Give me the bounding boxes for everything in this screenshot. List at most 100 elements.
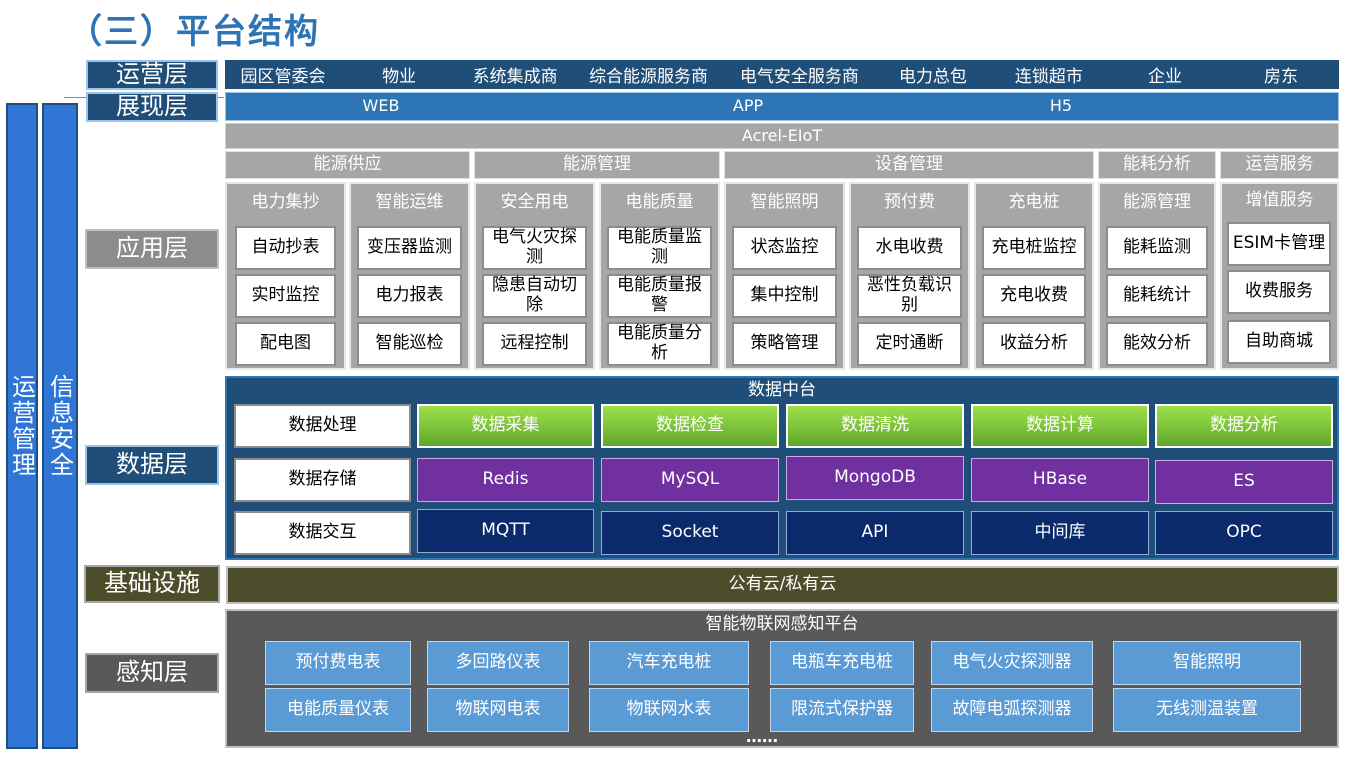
app-item: 智能巡检 xyxy=(357,322,462,366)
operation-item: 连锁超市 xyxy=(1014,67,1083,87)
app-item: 恶性负载识别 xyxy=(857,274,962,318)
app-column-head: 电能质量 xyxy=(625,192,694,213)
device-item: 智能照明 xyxy=(1113,641,1301,685)
device-item: 无线测温装置 xyxy=(1113,688,1301,732)
app-column: 增值服务 ESIM卡管理 收费服务 自助商城 xyxy=(1220,182,1339,370)
app-item: 配电图 xyxy=(235,322,336,366)
app-column-head: 增值服务 xyxy=(1245,190,1314,211)
operation-item: 综合能源服务商 xyxy=(589,67,709,87)
app-item: 充电桩监控 xyxy=(982,226,1086,270)
display-item-h5: H5 xyxy=(1049,96,1073,116)
layer-data: 数据层 xyxy=(85,445,219,485)
operation-item: 物业 xyxy=(382,67,417,87)
app-item: 远程控制 xyxy=(482,322,587,366)
layer-operation: 运营层 xyxy=(86,60,218,90)
app-item: 隐患自动切除 xyxy=(482,274,587,318)
data-interaction-item: Socket xyxy=(601,511,779,555)
operation-bar: 园区管委会 物业 系统集成商 综合能源服务商 电气安全服务商 电力总包 连锁超市… xyxy=(225,60,1339,89)
data-storage-item: MongoDB xyxy=(786,456,964,500)
app-column: 电力集抄 自动抄表 实时监控 配电图 xyxy=(225,182,346,370)
app-item: 收费服务 xyxy=(1227,270,1331,314)
app-item: 充电收费 xyxy=(982,274,1086,318)
operation-item: 电力总包 xyxy=(898,67,967,87)
data-center-panel: 数据中台 数据处理 数据采集 数据检查 数据清洗 数据计算 数据分析 数据存储 … xyxy=(225,376,1339,560)
app-item: 变压器监测 xyxy=(357,226,462,270)
category-consumption-analysis: 能耗分析 xyxy=(1098,151,1216,179)
category-energy-management: 能源管理 xyxy=(474,151,720,179)
app-item: 策略管理 xyxy=(732,322,837,366)
operation-item: 房东 xyxy=(1264,67,1299,87)
app-column: 电能质量 电能质量监测 电能质量报警 电能质量分析 xyxy=(599,182,720,370)
data-storage-item: HBase xyxy=(971,458,1149,502)
device-item: 物联网水表 xyxy=(589,688,749,732)
app-item: 电力报表 xyxy=(357,274,462,318)
device-item: 故障电弧探测器 xyxy=(931,688,1093,732)
page-title: （三）平台结构 xyxy=(68,12,320,52)
app-item: 状态监控 xyxy=(732,226,837,270)
app-item: 集中控制 xyxy=(732,274,837,318)
app-column: 智能照明 状态监控 集中控制 策略管理 xyxy=(724,182,845,370)
data-storage-item: Redis xyxy=(417,458,594,502)
app-item: 电能质量分析 xyxy=(607,322,712,366)
app-column: 安全用电 电气火灾探测 隐患自动切除 远程控制 xyxy=(474,182,595,370)
infrastructure-bar: 公有云/私有云 xyxy=(226,566,1339,604)
layer-display: 展现层 xyxy=(86,92,218,122)
data-row-label: 数据存储 xyxy=(234,458,411,502)
info-security-bar: 信息安全 xyxy=(42,103,78,749)
operation-item: 园区管委会 xyxy=(240,67,326,87)
category-operation-service: 运营服务 xyxy=(1220,151,1339,179)
category-device-management: 设备管理 xyxy=(724,151,1094,179)
app-column-head: 电力集抄 xyxy=(251,192,320,213)
app-item: 能耗统计 xyxy=(1106,274,1208,318)
category-energy-supply: 能源供应 xyxy=(225,151,470,179)
platform-bar: Acrel-EIoT xyxy=(225,123,1339,149)
layer-infrastructure: 基础设施 xyxy=(84,565,220,603)
data-center-title: 数据中台 xyxy=(748,380,816,401)
app-item: 电能质量报警 xyxy=(607,274,712,318)
data-interaction-item: MQTT xyxy=(417,509,594,553)
device-item: 电瓶车充电桩 xyxy=(770,641,914,685)
app-column-head: 充电桩 xyxy=(1008,192,1060,213)
layer-application: 应用层 xyxy=(85,229,219,269)
data-process-item: 数据采集 xyxy=(417,404,594,448)
device-item: 预付费电表 xyxy=(265,641,411,685)
display-bar: WEB APP H5 xyxy=(225,92,1339,121)
operation-item: 企业 xyxy=(1147,67,1182,87)
data-storage-item: MySQL xyxy=(601,458,779,502)
app-column: 能源管理 能耗监测 能耗统计 能效分析 xyxy=(1098,182,1216,370)
data-row-label: 数据处理 xyxy=(234,404,411,448)
app-item: 水电收费 xyxy=(857,226,962,270)
device-item: 电能质量仪表 xyxy=(265,688,411,732)
perception-title: 智能物联网感知平台 xyxy=(705,614,859,635)
app-item: 自助商城 xyxy=(1227,320,1331,364)
data-interaction-item: OPC xyxy=(1155,511,1333,555)
app-item: 实时监控 xyxy=(235,274,336,318)
device-item: 汽车充电桩 xyxy=(589,641,749,685)
app-column-head: 智能运维 xyxy=(375,192,444,213)
app-column: 预付费 水电收费 恶性负载识别 定时通断 xyxy=(849,182,970,370)
data-storage-item: ES xyxy=(1155,460,1333,504)
device-item: 限流式保护器 xyxy=(770,688,914,732)
data-interaction-item: API xyxy=(786,511,964,555)
app-column-head: 智能照明 xyxy=(750,192,819,213)
app-column-head: 预付费 xyxy=(884,192,935,213)
app-item: 能耗监测 xyxy=(1106,226,1208,270)
app-item: 电能质量监测 xyxy=(607,226,712,270)
data-row-label: 数据交互 xyxy=(234,511,411,555)
app-item: 自动抄表 xyxy=(235,226,336,270)
data-process-item: 数据检查 xyxy=(601,404,779,448)
data-process-item: 数据清洗 xyxy=(786,404,964,448)
operation-item: 电气安全服务商 xyxy=(739,67,859,87)
device-item: 物联网电表 xyxy=(427,688,569,732)
layer-perception: 感知层 xyxy=(85,653,219,693)
device-item: 多回路仪表 xyxy=(427,641,569,685)
display-item-app: APP xyxy=(732,96,764,116)
operation-item: 系统集成商 xyxy=(472,67,558,87)
app-item: 定时通断 xyxy=(857,322,962,366)
ops-management-bar: 运营管理 xyxy=(6,103,38,749)
app-item: 电气火灾探测 xyxy=(482,226,587,270)
app-item: 能效分析 xyxy=(1106,322,1208,366)
app-column-head: 能源管理 xyxy=(1123,192,1191,213)
app-column-head: 安全用电 xyxy=(500,192,569,213)
device-item: 电气火灾探测器 xyxy=(931,641,1093,685)
